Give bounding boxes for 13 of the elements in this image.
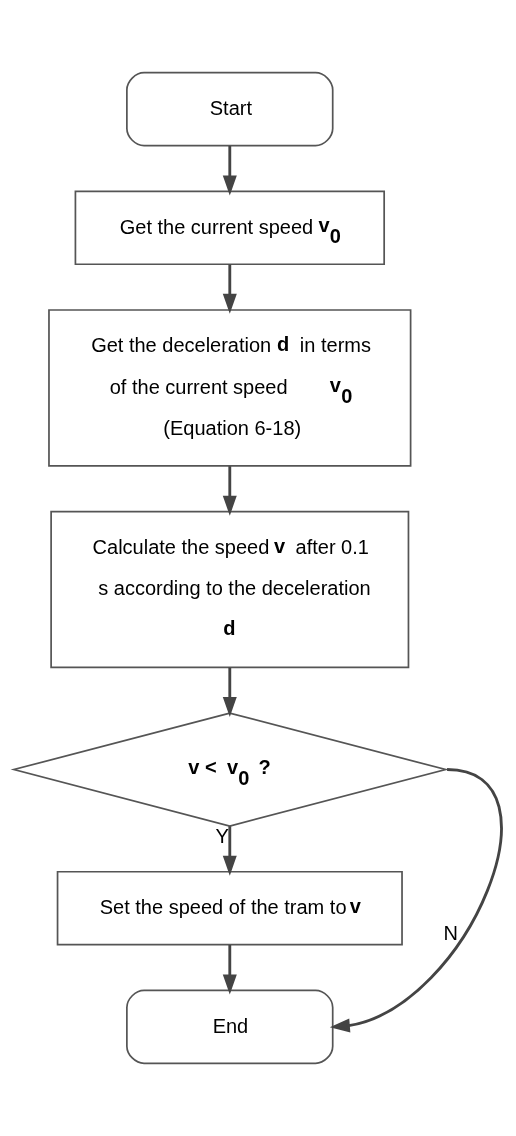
arrow: [222, 667, 237, 717]
node-box: End: [126, 989, 334, 1065]
arrow: [222, 826, 237, 876]
arrow: [329, 768, 503, 1033]
arrow: [222, 264, 237, 314]
edge-label: Y: [215, 825, 229, 848]
node-box: Set the speed of the tram to v: [56, 870, 403, 946]
arrow: [222, 945, 237, 995]
edge-label: N: [443, 921, 458, 944]
node-box: Start: [126, 71, 334, 147]
arrow: [222, 145, 237, 196]
node-box: Calculate the speed v after 0.1 s according to the deceleration d: [50, 510, 410, 669]
arrow: [222, 466, 237, 516]
